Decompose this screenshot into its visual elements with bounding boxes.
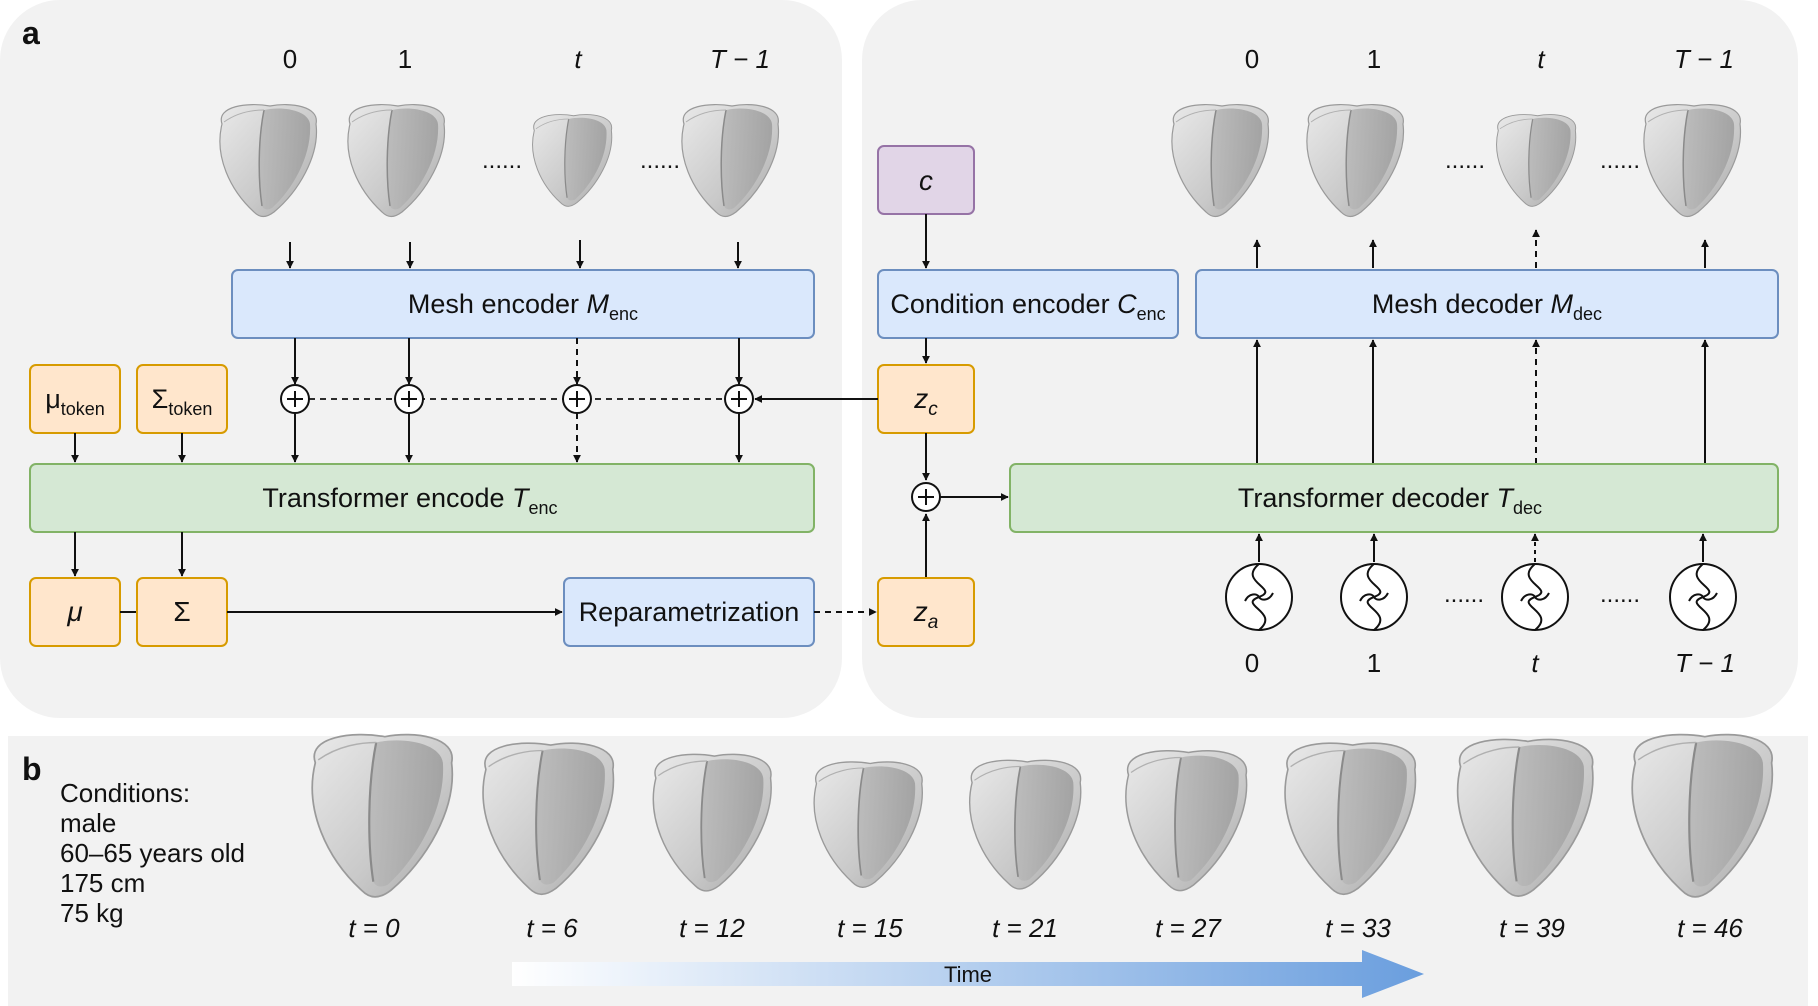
pos-label-T-1: T − 1	[1675, 648, 1735, 678]
condition-encoder-box	[877, 269, 1179, 339]
conditions-line-4: 75 kg	[60, 898, 124, 928]
mu-token-label: μtoken	[45, 384, 105, 419]
time-step-12: t = 12	[679, 913, 745, 943]
dec-frame-label-1: 1	[1367, 44, 1381, 74]
panel-a-label: a	[22, 15, 40, 51]
plus-node-0	[280, 384, 310, 414]
conditions-text: Conditions: male 60–65 years old 175 cm …	[60, 778, 245, 928]
sigma-label: Σ	[173, 596, 190, 627]
plus-node-T-1	[724, 384, 754, 414]
enc-frame-label-1: 1	[398, 44, 412, 74]
time-step-33: t = 33	[1325, 913, 1391, 943]
positional-encoding-t-icon	[1501, 563, 1569, 631]
mesh-encoder-box	[231, 269, 815, 339]
pos-label-t: t	[1531, 648, 1540, 678]
dec-dots-1: ......	[1445, 147, 1485, 174]
plus-node-t	[562, 384, 592, 414]
pos-dots-1: ......	[1444, 581, 1484, 608]
transformer-encoder-label: Transformer encode Tenc	[262, 483, 557, 518]
time-step-6: t = 6	[526, 913, 578, 943]
enc-dots-2: ......	[640, 147, 680, 174]
conditions-line-2: 60–65 years old	[60, 838, 246, 868]
pos-label-0: 0	[1245, 648, 1259, 678]
pos-label-1: 1	[1367, 648, 1381, 678]
conditions-line-1: male	[60, 808, 117, 838]
condition-c-label: c	[919, 165, 933, 196]
za-box	[877, 577, 975, 647]
zc-label: zc	[913, 383, 938, 420]
time-step-0: t = 0	[348, 913, 400, 943]
time-step-15: t = 15	[837, 913, 903, 943]
enc-frame-label-t: t	[574, 44, 583, 74]
dec-frame-label-t: t	[1537, 44, 1546, 74]
dec-frame-label-0: 0	[1245, 44, 1259, 74]
transformer-encoder-box	[29, 463, 815, 533]
mesh-encoder-label: Mesh encoder Menc	[408, 289, 638, 324]
reparametrization-label: Reparametrization	[579, 597, 800, 627]
mu-label: μ	[66, 596, 82, 627]
positional-encoding-T-1-icon	[1669, 563, 1737, 631]
enc-frame-label-T-1: T − 1	[710, 44, 770, 74]
decoder-panel	[862, 0, 1798, 718]
sigma-token-label: Σtoken	[152, 384, 213, 419]
plus-node-1	[394, 384, 424, 414]
pos-dots-2: ......	[1600, 581, 1640, 608]
time-step-21: t = 21	[992, 913, 1058, 943]
mesh-decoder-label: Mesh decoder Mdec	[1372, 289, 1602, 324]
transformer-decoder-box	[1009, 463, 1779, 533]
dec-frame-label-T-1: T − 1	[1674, 44, 1734, 74]
plus-node-latent	[911, 482, 941, 512]
time-label: Time	[944, 962, 992, 987]
encoder-panel	[0, 0, 842, 718]
time-step-46: t = 46	[1677, 913, 1743, 943]
panel-b-label: b	[22, 751, 42, 787]
condition-encoder-label: Condition encoder Cenc	[890, 289, 1165, 324]
time-step-27: t = 27	[1155, 913, 1222, 943]
time-arrow	[512, 950, 1424, 998]
dec-dots-2: ......	[1600, 147, 1640, 174]
mesh-decoder-box	[1195, 269, 1779, 339]
conditions-line-0: Conditions:	[60, 778, 191, 808]
time-step-39: t = 39	[1499, 913, 1565, 943]
transformer-decoder-label: Transformer decoder Tdec	[1238, 483, 1542, 518]
enc-dots-1: ......	[482, 147, 522, 174]
positional-encoding-0-icon	[1225, 563, 1293, 631]
positional-encoding-1-icon	[1340, 563, 1408, 631]
conditions-line-3: 175 cm	[60, 868, 146, 898]
enc-frame-label-0: 0	[283, 44, 297, 74]
za-label: za	[913, 596, 939, 633]
